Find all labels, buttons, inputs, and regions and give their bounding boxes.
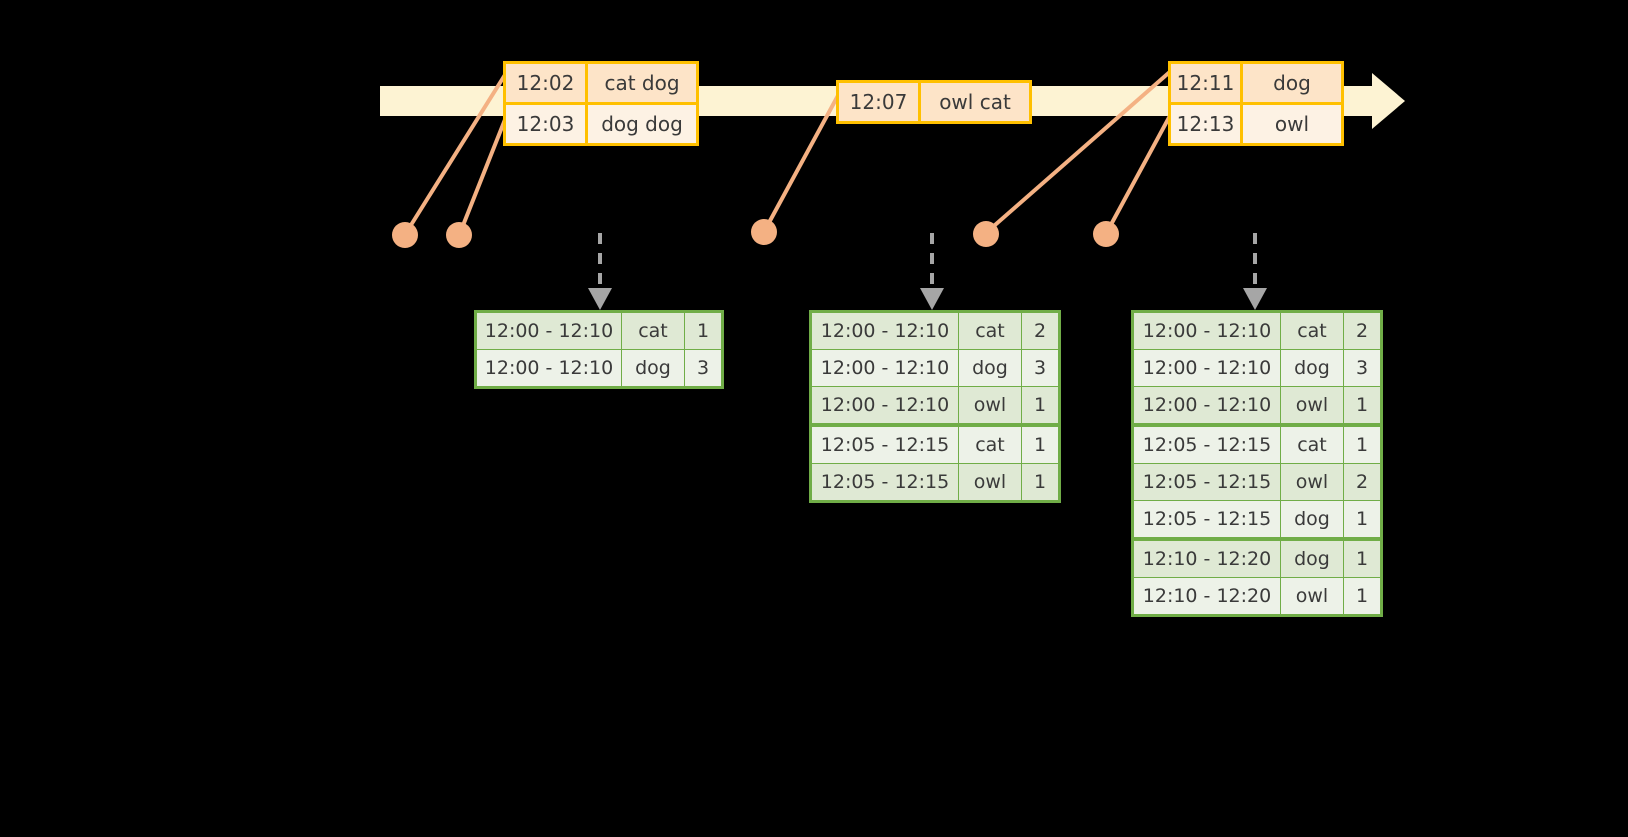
count-cell: 1	[1344, 387, 1380, 423]
event-value: owl cat	[939, 90, 1011, 114]
count-cell: 3	[1022, 350, 1058, 386]
key-cell: owl	[1281, 464, 1343, 500]
window-cell: 12:00 - 12:10	[1134, 387, 1280, 423]
window-cell: 12:05 - 12:15	[1134, 464, 1280, 500]
event-row: 12:13 owl	[1171, 102, 1341, 143]
window-cell: 12:10 - 12:20	[1134, 578, 1280, 614]
count-cell: 3	[1344, 350, 1380, 386]
count-cell: 1	[1022, 427, 1058, 463]
emit-arrowheads	[588, 288, 1267, 310]
event-row: 12:02 cat dog	[506, 64, 696, 102]
window-cell: 12:00 - 12:10	[812, 387, 958, 423]
marker-dot-1	[392, 222, 418, 248]
connector-line-5	[1105, 111, 1174, 233]
window-cell: 12:00 - 12:10	[1134, 313, 1280, 349]
event-row: 12:07 owl cat	[839, 83, 1029, 121]
key-cell: owl	[1281, 387, 1343, 423]
key-cell: dog	[959, 350, 1021, 386]
window-cell: 12:05 - 12:15	[812, 464, 958, 500]
event-box-group-b[interactable]: 12:07 owl cat	[836, 80, 1032, 124]
emit-arrowhead-icon-3	[1243, 288, 1267, 310]
connector-line-2	[458, 111, 510, 234]
marker-dot-5	[1093, 221, 1119, 247]
window-cell: 12:00 - 12:10	[812, 350, 958, 386]
connector-dots	[392, 219, 1119, 248]
count-cell: 2	[1022, 313, 1058, 349]
key-cell: owl	[959, 387, 1021, 423]
event-value: dog	[1273, 71, 1311, 95]
key-cell: dog	[1281, 501, 1343, 537]
window-cell: 12:00 - 12:10	[477, 313, 621, 349]
key-cell: owl	[1281, 578, 1343, 614]
marker-dot-3	[751, 219, 777, 245]
count-cell: 1	[1344, 541, 1380, 577]
key-cell: cat	[959, 427, 1021, 463]
marker-dot-2	[446, 222, 472, 248]
count-cell: 3	[685, 350, 721, 386]
event-value: owl	[1274, 112, 1310, 136]
count-cell: 1	[1344, 578, 1380, 614]
count-cell: 1	[1022, 464, 1058, 500]
key-cell: dog	[1281, 541, 1343, 577]
count-cell: 1	[685, 313, 721, 349]
event-value: cat dog	[604, 71, 680, 95]
count-cell: 1	[1344, 427, 1380, 463]
window-cell: 12:05 - 12:15	[812, 427, 958, 463]
count-cell: 2	[1344, 464, 1380, 500]
key-cell: cat	[1281, 313, 1343, 349]
event-time: 12:03	[506, 105, 588, 143]
key-cell: owl	[959, 464, 1021, 500]
key-cell: cat	[622, 313, 684, 349]
key-cell: cat	[959, 313, 1021, 349]
marker-dot-4	[973, 221, 999, 247]
event-row: 12:03 dog dog	[506, 102, 696, 143]
window-cell: 12:00 - 12:10	[477, 350, 621, 386]
event-row: 12:11 dog	[1171, 64, 1341, 102]
key-cell: dog	[622, 350, 684, 386]
emit-arrowhead-icon-2	[920, 288, 944, 310]
event-time: 12:02	[506, 64, 588, 102]
timeline-arrowhead-icon	[1372, 73, 1405, 129]
event-time: 12:11	[1171, 64, 1243, 102]
window-cell: 12:10 - 12:20	[1134, 541, 1280, 577]
emit-arrowhead-icon-1	[588, 288, 612, 310]
key-cell: dog	[1281, 350, 1343, 386]
event-time: 12:13	[1171, 105, 1243, 143]
event-box-group-c[interactable]: 12:11 dog 12:13 owl	[1168, 61, 1344, 146]
count-cell: 1	[1022, 387, 1058, 423]
window-cell: 12:05 - 12:15	[1134, 501, 1280, 537]
emit-arrows	[598, 233, 1257, 288]
key-cell: cat	[1281, 427, 1343, 463]
count-cell: 1	[1344, 501, 1380, 537]
event-value: dog dog	[601, 112, 683, 136]
event-time: 12:07	[839, 83, 921, 121]
window-cell: 12:00 - 12:10	[812, 313, 958, 349]
window-cell: 12:00 - 12:10	[1134, 350, 1280, 386]
event-box-group-a[interactable]: 12:02 cat dog 12:03 dog dog	[503, 61, 699, 146]
count-cell: 2	[1344, 313, 1380, 349]
window-cell: 12:05 - 12:15	[1134, 427, 1280, 463]
